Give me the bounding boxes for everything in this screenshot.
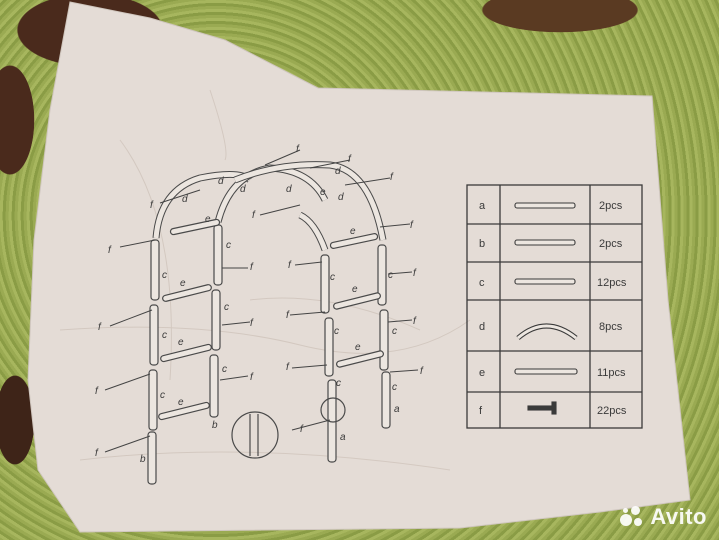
watermark-text: Avito bbox=[650, 504, 707, 529]
svg-text:f: f bbox=[108, 245, 112, 256]
part-qty-e: 11pcs bbox=[597, 367, 626, 379]
part-qty-c: 12pcs bbox=[597, 277, 627, 289]
part-qty-a: 2pcs bbox=[599, 200, 623, 212]
parts-table bbox=[466, 184, 643, 429]
part-qty-f: 22pcs bbox=[597, 405, 627, 417]
svg-text:f: f bbox=[95, 448, 99, 459]
svg-text:e: e bbox=[350, 226, 356, 237]
part-qty-d: 8pcs bbox=[599, 321, 623, 333]
part-qty-b: 2pcs bbox=[599, 238, 623, 250]
avito-watermark: Avito bbox=[620, 504, 707, 530]
svg-text:f: f bbox=[286, 362, 290, 373]
svg-text:e: e bbox=[178, 337, 184, 348]
svg-text:c: c bbox=[336, 378, 341, 389]
part-letter-c: c bbox=[479, 277, 485, 289]
svg-text:f: f bbox=[296, 144, 300, 155]
svg-text:f: f bbox=[98, 322, 102, 333]
svg-text:f: f bbox=[250, 372, 254, 383]
svg-text:d: d bbox=[218, 176, 224, 187]
svg-text:e: e bbox=[205, 214, 211, 225]
svg-text:e: e bbox=[355, 342, 361, 353]
svg-text:f: f bbox=[250, 262, 254, 273]
svg-text:f: f bbox=[150, 200, 154, 211]
svg-text:f: f bbox=[413, 316, 417, 327]
svg-text:f: f bbox=[252, 210, 256, 221]
part-letter-a: a bbox=[479, 200, 486, 212]
screw-callouts bbox=[104, 149, 419, 453]
svg-text:c: c bbox=[330, 272, 335, 283]
svg-text:a: a bbox=[340, 432, 346, 443]
arch-diagram bbox=[147, 161, 391, 485]
part-drawings bbox=[514, 202, 578, 415]
svg-text:b: b bbox=[140, 454, 146, 465]
svg-text:d: d bbox=[335, 166, 341, 177]
svg-text:c: c bbox=[162, 330, 167, 341]
part-letter-b: b bbox=[479, 238, 485, 250]
svg-text:d: d bbox=[338, 192, 344, 203]
svg-text:e: e bbox=[352, 284, 358, 295]
parts-table-text: a 2pcs b 2pcs c 12pcs d 8pcs e 11pcs f 2… bbox=[479, 200, 627, 417]
svg-text:c: c bbox=[222, 364, 227, 375]
svg-text:c: c bbox=[162, 270, 167, 281]
svg-text:f: f bbox=[95, 386, 99, 397]
svg-text:d: d bbox=[182, 194, 188, 205]
svg-text:e: e bbox=[178, 397, 184, 408]
svg-text:d: d bbox=[240, 184, 246, 195]
part-letter-e: e bbox=[479, 367, 485, 379]
svg-text:c: c bbox=[160, 390, 165, 401]
svg-text:c: c bbox=[224, 302, 229, 313]
svg-text:f: f bbox=[390, 172, 394, 183]
svg-text:f: f bbox=[410, 220, 414, 231]
svg-text:c: c bbox=[392, 382, 397, 393]
svg-text:a: a bbox=[394, 404, 400, 415]
svg-text:f: f bbox=[288, 260, 292, 271]
avito-logo-icon bbox=[620, 506, 646, 528]
part-letter-f: f bbox=[479, 405, 483, 417]
part-letter-d: d bbox=[479, 321, 485, 333]
svg-text:b: b bbox=[212, 420, 218, 431]
svg-text:f: f bbox=[413, 268, 417, 279]
svg-text:c: c bbox=[226, 240, 231, 251]
svg-text:c: c bbox=[334, 326, 339, 337]
svg-text:e: e bbox=[180, 278, 186, 289]
svg-text:f: f bbox=[286, 310, 290, 321]
svg-text:f: f bbox=[420, 366, 424, 377]
diagram-letter-labels: f f f f f f f f f f f f f f f f f f f f … bbox=[95, 144, 424, 465]
svg-text:e: e bbox=[320, 187, 326, 198]
svg-text:c: c bbox=[392, 326, 397, 337]
paper-sheet bbox=[27, 1, 691, 533]
svg-text:f: f bbox=[300, 424, 304, 435]
svg-text:f: f bbox=[348, 154, 352, 165]
svg-text:f: f bbox=[250, 318, 254, 329]
svg-text:c: c bbox=[388, 270, 393, 281]
svg-text:d: d bbox=[286, 184, 292, 195]
